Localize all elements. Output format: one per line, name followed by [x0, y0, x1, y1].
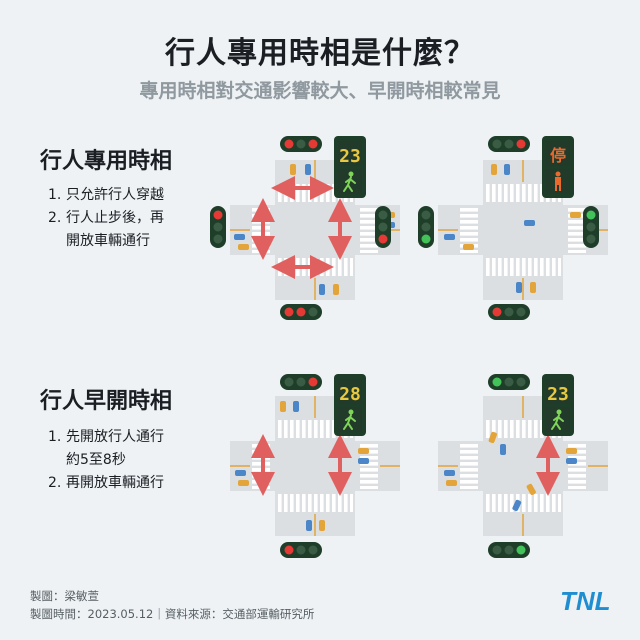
step-item-cont: 約5至8秒 — [66, 452, 126, 468]
tnl-logo: TNL — [560, 586, 611, 614]
traffic-light-north — [488, 136, 530, 152]
traffic-light-west — [418, 206, 434, 248]
countdown-number: 23 — [547, 384, 569, 405]
traffic-light-south — [280, 304, 322, 320]
pedestrian-signal-countdown: 28 — [334, 374, 366, 436]
step-item-cont: 開放車輛通行 — [66, 233, 150, 249]
stop-text: 停 — [550, 146, 566, 165]
page-subtitle: 專用時相對交通影響較大、早開時相較常見 — [139, 80, 501, 102]
intersection-exclusive-phase2 — [438, 160, 608, 300]
traffic-light-south — [488, 542, 530, 558]
countdown-number: 28 — [339, 384, 361, 405]
section-title-exclusive: 行人專用時相 — [40, 149, 173, 174]
step-item: 1.只允許行人穿越 — [48, 187, 164, 203]
car — [333, 284, 339, 295]
traffic-light-north — [280, 136, 322, 152]
traffic-light-north — [488, 374, 530, 390]
credit-maker: 製圖：梁敏萱 — [30, 589, 99, 603]
intersection-early-phase1 — [230, 396, 400, 536]
pedestrian-signal-stop: 停 — [542, 136, 574, 198]
pedestrian-signal-countdown: 23 — [334, 136, 366, 198]
traffic-light-west — [210, 206, 226, 248]
walking-person-icon — [348, 409, 354, 415]
credit-meta: 製圖時間：2023.05.12｜資料來源：交通部運輸研究所 — [30, 607, 315, 621]
traffic-light-south — [488, 304, 530, 320]
intersection-early-phase2 — [438, 396, 608, 536]
countdown-number: 23 — [339, 146, 361, 167]
car — [305, 164, 311, 175]
car — [319, 284, 325, 295]
crosswalk-east — [360, 207, 378, 253]
exclusive-steps: 1.只允許行人穿越 2.行人止步後，再 開放車輛通行 — [48, 184, 164, 253]
intersection-exclusive-phase1 — [230, 160, 400, 300]
step-item: 2.行人止步後，再 — [48, 210, 164, 226]
step-item: 2.再開放車輛通行 — [48, 475, 164, 491]
traffic-light-south — [280, 542, 322, 558]
traffic-light-north — [280, 374, 322, 390]
page-title: 行人專用時相是什麼？ — [165, 36, 475, 71]
pedestrian-signal-countdown: 23 — [542, 374, 574, 436]
step-item: 1.先開放行人通行 — [48, 429, 164, 445]
car — [238, 244, 249, 250]
walking-person-icon — [348, 171, 354, 177]
car — [290, 164, 296, 175]
traffic-light-east — [375, 206, 391, 248]
svg-text:TNL: TNL — [560, 586, 611, 614]
standing-person-icon — [555, 171, 561, 177]
early-steps: 1.先開放行人通行 約5至8秒 2.再開放車輛通行 — [48, 426, 164, 495]
walking-person-icon — [556, 409, 562, 415]
traffic-light-east — [583, 206, 599, 248]
car — [234, 234, 245, 240]
section-title-early: 行人早開時相 — [40, 389, 173, 414]
